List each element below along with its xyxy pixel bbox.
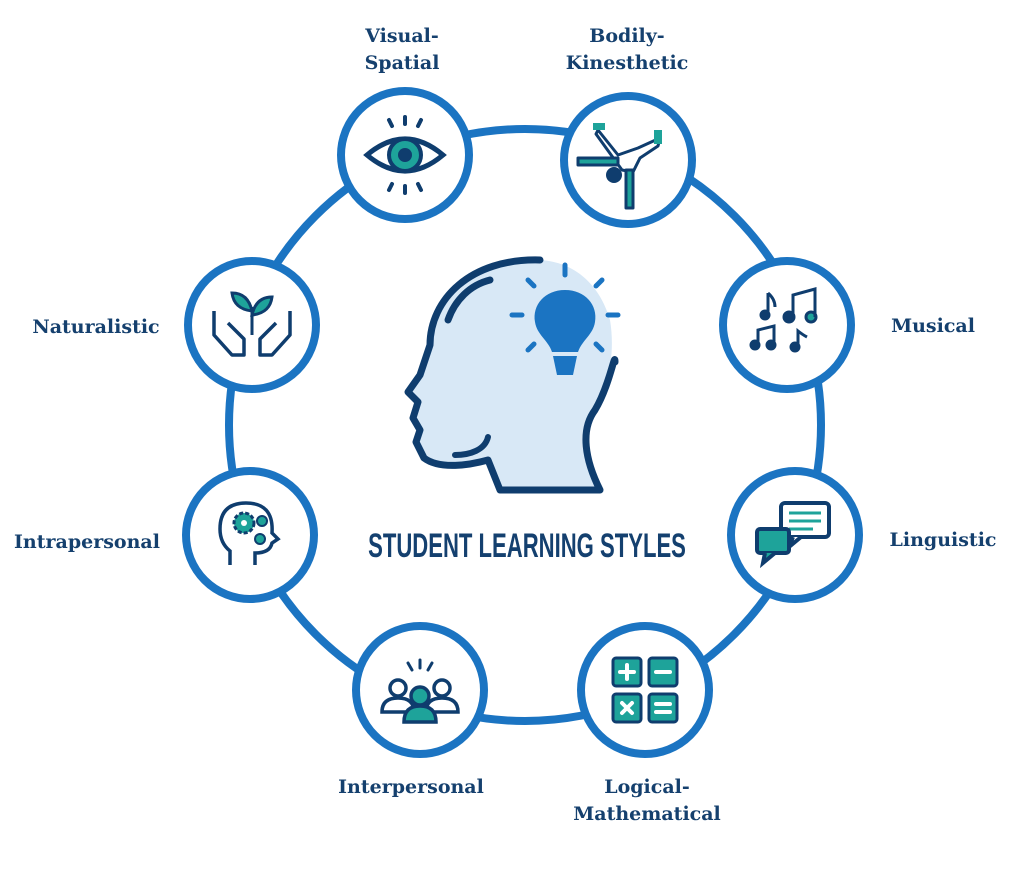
style-label-line: Kinesthetic — [566, 52, 689, 74]
style-label-line: Naturalistic — [32, 316, 159, 338]
node-circle — [719, 257, 855, 393]
calculator-symbols-icon — [611, 656, 679, 724]
style-node-logicalmathematical: Logical- Mathematical — [573, 622, 721, 825]
style-node-interpersonal: Interpersonal — [338, 622, 488, 798]
style-label: Bodily- Kinesthetic — [566, 25, 689, 74]
connecting-ring — [225, 125, 825, 725]
style-node-intrapersonal: Intrapersonal — [14, 467, 318, 603]
cartwheel-person-icon — [576, 123, 662, 210]
style-label-line: Interpersonal — [338, 776, 484, 798]
music-notes-icon — [749, 287, 818, 353]
style-label-line: Linguistic — [890, 529, 997, 551]
node-circle — [577, 622, 713, 758]
style-label: Musical — [891, 315, 975, 337]
style-label-line: Visual- — [364, 25, 439, 47]
style-label: Linguistic — [890, 529, 997, 551]
eye-icon — [363, 115, 447, 195]
style-node-bodilykinesthetic: Bodily- Kinesthetic — [560, 25, 696, 228]
style-label-line: Mathematical — [573, 803, 721, 825]
style-label: Visual- Spatial — [364, 25, 439, 74]
style-label-line: Logical- — [604, 776, 690, 798]
hands-plant-icon — [212, 291, 292, 357]
style-label-line: Intrapersonal — [14, 531, 160, 553]
head-gears-icon — [218, 501, 281, 565]
style-label: Intrapersonal — [14, 531, 160, 553]
style-node-musical: Musical — [719, 257, 975, 393]
style-label-line: Bodily- — [589, 25, 664, 47]
head-lightbulb-icon — [404, 256, 621, 494]
style-label-line: Musical — [891, 315, 975, 337]
group-people-icon — [380, 658, 460, 724]
speech-bubbles-icon — [755, 501, 831, 569]
style-label: Naturalistic — [32, 316, 159, 338]
style-label-line: Spatial — [365, 52, 440, 74]
style-label: Interpersonal — [338, 776, 484, 798]
style-label: Logical- Mathematical — [573, 776, 721, 825]
style-node-linguistic: Linguistic — [727, 467, 997, 603]
diagram-title: STUDENT LEARNING STYLES — [368, 527, 686, 565]
style-node-visualspatial: Visual- Spatial — [337, 25, 473, 223]
style-node-naturalistic: Naturalistic — [32, 257, 320, 393]
